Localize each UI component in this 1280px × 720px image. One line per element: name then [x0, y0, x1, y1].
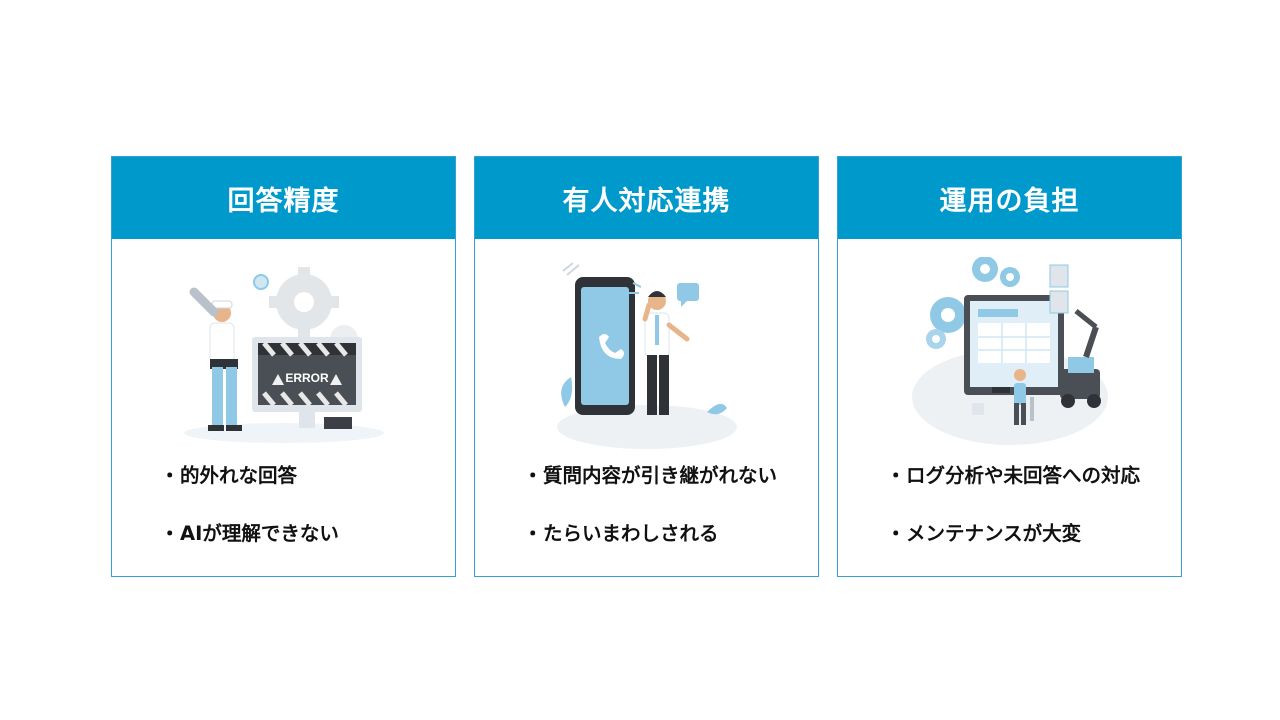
error-label: ERROR — [285, 371, 329, 385]
bullet-list: ・質問内容が引き継がれない ・たらいまわしされる — [523, 461, 818, 577]
card-title: 運用の負担 — [838, 157, 1181, 239]
bullet-item: ・的外れな回答 — [160, 464, 298, 487]
phone-call-icon — [556, 262, 737, 449]
bullet-list: ・的外れな回答 ・AIが理解できない — [160, 461, 455, 577]
card-operation-burden: 運用の負担 — [837, 156, 1182, 577]
bullet-item: ・メンテナンスが大変 — [886, 522, 1082, 545]
bullet-item: ・AIが理解できない — [160, 522, 339, 545]
bullet-item: ・たらいまわしされる — [523, 522, 719, 545]
maintenance-robot-icon — [911, 257, 1108, 445]
bullet-item: ・質問内容が引き継がれない — [523, 464, 778, 487]
bullet-list: ・ログ分析や未回答への対応 ・メンテナンスが大変 — [886, 461, 1181, 577]
phone-call-illustration — [475, 257, 818, 457]
bullet-item: ・ログ分析や未回答への対応 — [886, 464, 1141, 487]
error-repair-icon: ERROR — [183, 267, 384, 443]
card-title: 有人対応連携 — [475, 157, 818, 239]
card-human-handoff: 有人対応連携 ・質問内容が引き継がれない ・たらいま — [474, 156, 819, 577]
card-answer-accuracy: 回答精度 ERROR — [111, 156, 456, 577]
card-title: 回答精度 — [112, 157, 455, 239]
error-repair-illustration: ERROR — [112, 257, 455, 457]
maintenance-illustration — [838, 257, 1181, 457]
